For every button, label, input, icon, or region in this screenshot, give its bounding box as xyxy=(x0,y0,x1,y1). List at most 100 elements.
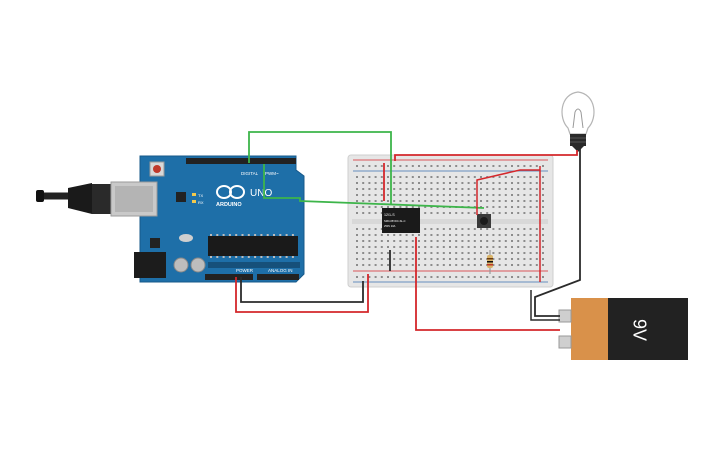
breadboard-hole xyxy=(424,234,427,236)
breadboard-hole xyxy=(374,165,377,167)
wire-red-bulb-feed[interactable] xyxy=(394,150,578,161)
breadboard-hole xyxy=(393,165,396,167)
wires xyxy=(235,131,581,331)
breadboard-hole xyxy=(368,252,371,254)
push-button[interactable] xyxy=(477,214,491,228)
breadboard-hole xyxy=(374,182,377,184)
breadboard-hole xyxy=(418,182,420,184)
breadboard-hole xyxy=(517,165,520,167)
breadboard-hole xyxy=(480,252,482,254)
breadboard-hole xyxy=(424,182,427,184)
breadboard-hole xyxy=(486,234,489,236)
wire-green-relay-signal[interactable] xyxy=(248,131,392,205)
breadboard-hole xyxy=(399,258,402,260)
breadboard-hole xyxy=(480,182,482,184)
breadboard-hole xyxy=(399,182,402,184)
breadboard-hole xyxy=(498,176,501,178)
breadboard-hole xyxy=(356,228,358,230)
breadboard-hole xyxy=(393,188,396,190)
breadboard-hole xyxy=(467,240,470,242)
breadboard-hole xyxy=(424,252,427,254)
breadboard-hole xyxy=(461,240,464,242)
breadboard-hole xyxy=(405,188,408,190)
breadboard-hole xyxy=(430,228,433,230)
breadboard-hole xyxy=(430,188,433,190)
chip-pin xyxy=(247,256,250,258)
breadboard-hole xyxy=(449,165,451,167)
breadboard-hole xyxy=(368,246,371,248)
breadboard-hole xyxy=(362,188,365,190)
breadboard-hole xyxy=(517,258,520,260)
breadboard-hole xyxy=(387,258,389,260)
relay-label-line3: 250V 10A xyxy=(384,224,396,228)
wire-black-gnd[interactable] xyxy=(240,277,364,303)
breadboard-hole xyxy=(523,234,526,236)
breadboard-hole xyxy=(473,264,476,266)
arduino-uno-board[interactable]: ARDUINO UNO DIGITAL PWM~ POWER ANALOG IN… xyxy=(36,155,305,283)
breadboard-hole xyxy=(449,264,451,266)
breadboard-hole xyxy=(455,252,458,254)
breadboard-hole xyxy=(480,194,482,196)
reset-button[interactable] xyxy=(153,165,161,173)
breadboard-hole xyxy=(529,246,532,248)
breadboard-hole xyxy=(511,200,513,202)
wire-red-5v[interactable] xyxy=(235,274,369,313)
usb-cable-end xyxy=(36,190,44,202)
light-bulb[interactable] xyxy=(561,91,595,152)
breadboard-hole xyxy=(418,200,420,202)
breadboard-hole xyxy=(399,165,402,167)
breadboard-hole xyxy=(517,206,520,208)
breadboard-hole xyxy=(356,176,358,178)
breadboard-hole xyxy=(511,258,513,260)
breadboard-hole xyxy=(362,228,365,230)
wire-black-battery-negative[interactable] xyxy=(530,290,560,321)
breadboard-hole xyxy=(542,182,544,184)
chip-pin xyxy=(228,234,231,236)
breadboard-hole xyxy=(511,240,513,242)
breadboard-hole xyxy=(486,276,489,278)
breadboard-hole xyxy=(529,258,532,260)
breadboard-hole xyxy=(374,252,377,254)
breadboard-hole xyxy=(393,176,396,178)
breadboard-hole xyxy=(461,264,464,266)
breadboard-hole xyxy=(504,212,507,214)
breadboard-hole xyxy=(362,276,365,278)
breadboard-hole xyxy=(455,228,458,230)
chip-pin xyxy=(210,256,212,258)
breadboard-hole xyxy=(535,200,538,202)
breadboard-hole xyxy=(436,165,439,167)
breadboard-hole xyxy=(504,165,507,167)
breadboard-hole xyxy=(480,200,482,202)
breadboard-hole xyxy=(535,276,538,278)
breadboard-hole xyxy=(542,240,544,242)
breadboard[interactable] xyxy=(347,154,554,288)
breadboard-hole xyxy=(523,264,526,266)
wire-green-button-signal[interactable] xyxy=(263,164,485,209)
breadboard-hole xyxy=(511,194,513,196)
breadboard-hole xyxy=(399,200,402,202)
wire-red-button-vcc[interactable] xyxy=(476,169,540,215)
breadboard-hole xyxy=(399,264,402,266)
breadboard-hole xyxy=(380,252,383,254)
breadboard-hole xyxy=(461,252,464,254)
breadboard-hole xyxy=(529,176,532,178)
breadboard-hole xyxy=(362,234,365,236)
breadboard-hole xyxy=(504,246,507,248)
wire-red-battery-positive[interactable] xyxy=(415,237,560,331)
chip-pin xyxy=(279,234,282,236)
breadboard-hole xyxy=(436,234,439,236)
wire-black-bulb-return[interactable] xyxy=(534,148,581,317)
breadboard-hole xyxy=(486,228,489,230)
breadboard-hole xyxy=(535,246,538,248)
resistor[interactable] xyxy=(487,250,493,274)
breadboard-hole xyxy=(411,252,414,254)
relay-module[interactable]: 12/1-S SRD-05VDC-SL-C 250V 10A xyxy=(382,208,420,233)
breadboard-hole xyxy=(498,165,501,167)
battery-9v[interactable]: 9V xyxy=(558,298,688,360)
relay-label-line2: SRD-05VDC-SL-C xyxy=(384,219,406,223)
bulb-socket xyxy=(570,134,586,146)
breadboard-hole xyxy=(486,212,489,214)
breadboard-hole xyxy=(374,234,377,236)
push-button-cap[interactable] xyxy=(480,217,488,225)
